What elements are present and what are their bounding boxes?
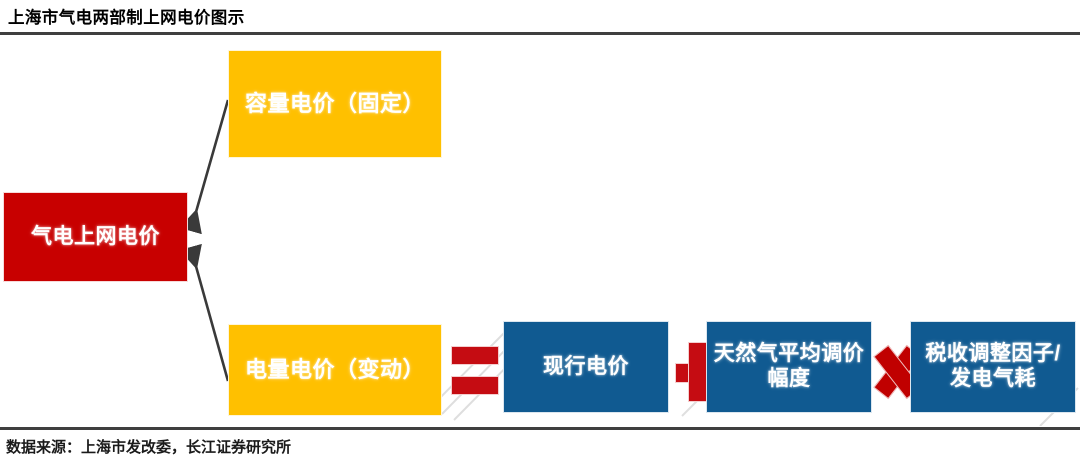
- plus-bar-vertical: [688, 342, 708, 402]
- node-current-price[interactable]: 现行电价: [503, 321, 669, 413]
- node-tax-factor-gas-consumption[interactable]: 税收调整因子/发电气耗: [910, 321, 1076, 413]
- node-label: 容量电价（固定）: [244, 91, 425, 117]
- node-capacity-price[interactable]: 容量电价（固定）: [228, 50, 442, 158]
- node-label: 税收调整因子/发电气耗: [925, 342, 1061, 390]
- node-gas-average-price-adjustment[interactable]: 天然气平均调价幅度: [706, 321, 872, 413]
- diagram-canvas: 气电上网电价 容量电价（固定） 电量电价（变动） 现行电价 天然气平均调价幅度: [0, 36, 1080, 426]
- node-label: 气电上网电价: [31, 224, 160, 248]
- equals-bar-bottom: [451, 376, 499, 395]
- title-divider: [0, 32, 1080, 35]
- connector-energy-to-source: [179, 243, 230, 382]
- node-label: 现行电价: [543, 354, 629, 378]
- node-label: 天然气平均调价幅度: [713, 342, 865, 390]
- page-title: 上海市气电两部制上网电价图示: [8, 9, 245, 27]
- equals-bar-top: [451, 346, 499, 365]
- node-gas-power-feedin-tariff[interactable]: 气电上网电价: [3, 192, 188, 282]
- source-divider: [0, 427, 1080, 430]
- node-label: 电量电价（变动）: [244, 357, 425, 383]
- connector-capacity-to-source: [179, 99, 230, 235]
- operator-equals-icon: [451, 346, 499, 396]
- node-energy-price[interactable]: 电量电价（变动）: [228, 324, 442, 416]
- data-source-note: 数据来源：上海市发改委，长江证券研究所: [6, 439, 292, 456]
